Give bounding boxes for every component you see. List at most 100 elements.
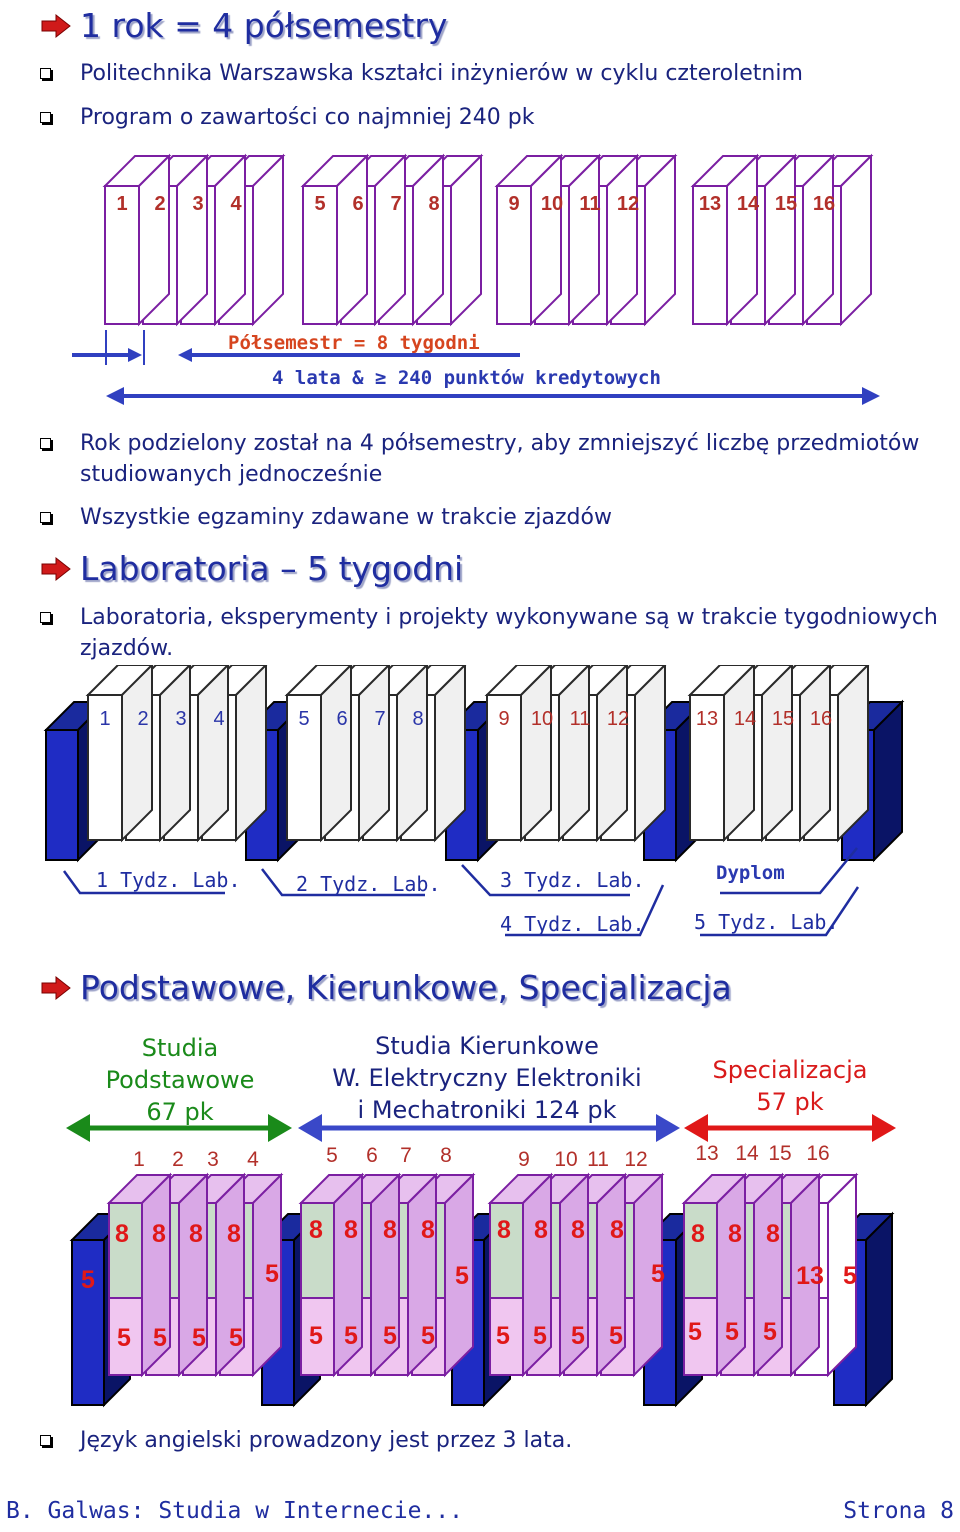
credit-value-label: 8	[610, 1216, 624, 1244]
volume-book	[85, 665, 154, 843]
credit-value-label: 5	[309, 1322, 323, 1350]
week-number-label: 10	[531, 708, 553, 730]
week-number-label: 7	[374, 708, 385, 730]
credit-value-label: 5	[153, 1324, 167, 1352]
week-number-label: 15	[772, 708, 794, 730]
week-number-label: 11	[579, 193, 600, 215]
credit-value-label: 5	[81, 1266, 95, 1294]
credit-value-label: 5	[455, 1262, 469, 1290]
bullet-item: Program o zawartości co najmniej 240 pk	[40, 102, 534, 133]
group-title-basic: Podstawowe	[106, 1066, 255, 1094]
volume-book	[494, 153, 564, 327]
bullet-item: Laboratoria, eksperymenty i projekty wyk…	[40, 602, 940, 664]
bullet-item: Język angielski prowadzony jest przez 3 …	[40, 1425, 572, 1456]
volume-book	[687, 665, 756, 843]
credit-value-label: 8	[115, 1220, 129, 1248]
credit-value-label: 5	[609, 1322, 623, 1350]
week-number-label: 4	[247, 1148, 259, 1171]
week-number-label: 5	[326, 1144, 338, 1167]
arrow-head-icon	[656, 1114, 680, 1142]
bullet-item: Rok podzielony został na 4 półsemestry, …	[40, 428, 920, 490]
volume-book	[102, 153, 172, 327]
week-number-label: 11	[570, 708, 591, 730]
pointer-line	[720, 847, 858, 895]
week-number-label: 16	[806, 1142, 829, 1165]
pointer-line	[62, 870, 225, 895]
week-number-label: 14	[734, 708, 756, 730]
course-volume	[106, 1172, 173, 1378]
week-number-label: 10	[554, 1148, 577, 1171]
volume-book	[284, 665, 353, 843]
week-number-label: 15	[768, 1142, 791, 1165]
credit-value-label: 5	[533, 1322, 547, 1350]
course-volume	[298, 1172, 365, 1378]
week-number-label: 6	[336, 708, 347, 730]
arrow-head-icon	[178, 348, 192, 362]
arrow-bullet-icon	[41, 975, 71, 1000]
footer-right: Strona 8	[843, 1498, 954, 1524]
footer-left: B. Galwas: Studia w Internecie...	[6, 1498, 463, 1524]
volume-book	[300, 153, 370, 327]
volume-book	[690, 153, 760, 327]
heading-1: 1 rok = 4 półsemestry	[40, 6, 447, 45]
week-number-label: 7	[390, 193, 401, 215]
credit-value-label: 5	[763, 1318, 777, 1346]
lab-week-label: 5 Tydz. Lab.	[694, 910, 839, 934]
week-number-label: 3	[192, 193, 203, 215]
group-title-major: i Mechatroniki 124 pk	[358, 1096, 617, 1124]
week-number-label: 16	[810, 708, 832, 730]
week-number-label: 1	[116, 193, 127, 215]
credit-value-label: 8	[383, 1216, 397, 1244]
week-number-label: 13	[696, 708, 718, 730]
credit-value-label: 5	[571, 1322, 585, 1350]
week-number-label: 2	[154, 193, 165, 215]
week-number-label: 13	[699, 193, 721, 215]
credit-value-label: 5	[344, 1322, 358, 1350]
credit-value-label: 8	[766, 1220, 780, 1248]
week-number-label: 13	[695, 1142, 718, 1165]
week-number-label: 4	[213, 708, 224, 730]
group-title-basic: Studia	[142, 1034, 218, 1062]
week-number-label: 9	[498, 708, 509, 730]
week-number-label: 10	[541, 193, 563, 215]
diploma-label: Dyplom	[716, 862, 785, 884]
week-number-label: 3	[207, 1148, 219, 1171]
week-number-label: 2	[137, 708, 148, 730]
week-number-label: 16	[813, 193, 835, 215]
week-number-label: 7	[400, 1144, 412, 1167]
arrow-bullet-icon	[41, 556, 71, 581]
heading-3: Podstawowe, Kierunkowe, Specjalizacja	[40, 968, 732, 1007]
lab-week-label: 3 Tydz. Lab.	[500, 868, 645, 892]
total-label: 4 lata & ≥ 240 punktów kredytowych	[272, 367, 661, 389]
credit-value-label: 5	[383, 1322, 397, 1350]
group-title-major: W. Elektryczny Elektroniki	[332, 1064, 641, 1092]
week-number-label: 5	[298, 708, 309, 730]
diploma-credit-label: 13	[796, 1262, 824, 1290]
week-number-label: 15	[775, 193, 797, 215]
lab-week-label: 2 Tydz. Lab.	[296, 872, 441, 896]
arrow-bullet-icon	[41, 13, 71, 38]
checkbox-bullet-icon	[40, 438, 51, 449]
week-number-label: 8	[428, 193, 439, 215]
credit-value-label: 8	[728, 1220, 742, 1248]
checkbox-bullet-icon	[40, 612, 51, 623]
credit-value-label: 5	[651, 1260, 665, 1288]
credit-value-label: 8	[189, 1220, 203, 1248]
credit-value-label: 5	[229, 1324, 243, 1352]
volume-book	[484, 665, 553, 843]
week-number-label: 5	[314, 193, 325, 215]
credit-value-label: 5	[265, 1260, 279, 1288]
arrow-head-icon	[268, 1114, 292, 1142]
pointer-line	[700, 886, 860, 937]
course-volume	[487, 1172, 554, 1378]
week-number-label: 12	[607, 708, 629, 730]
group-title-basic: 67 pk	[146, 1098, 213, 1126]
credit-value-label: 8	[571, 1216, 585, 1244]
arrow-head-icon	[298, 1114, 322, 1142]
lab-week-label: 1 Tydz. Lab.	[96, 868, 241, 892]
week-number-label: 9	[508, 193, 519, 215]
arrow-head-icon	[872, 1114, 896, 1142]
week-number-label: 3	[175, 708, 186, 730]
